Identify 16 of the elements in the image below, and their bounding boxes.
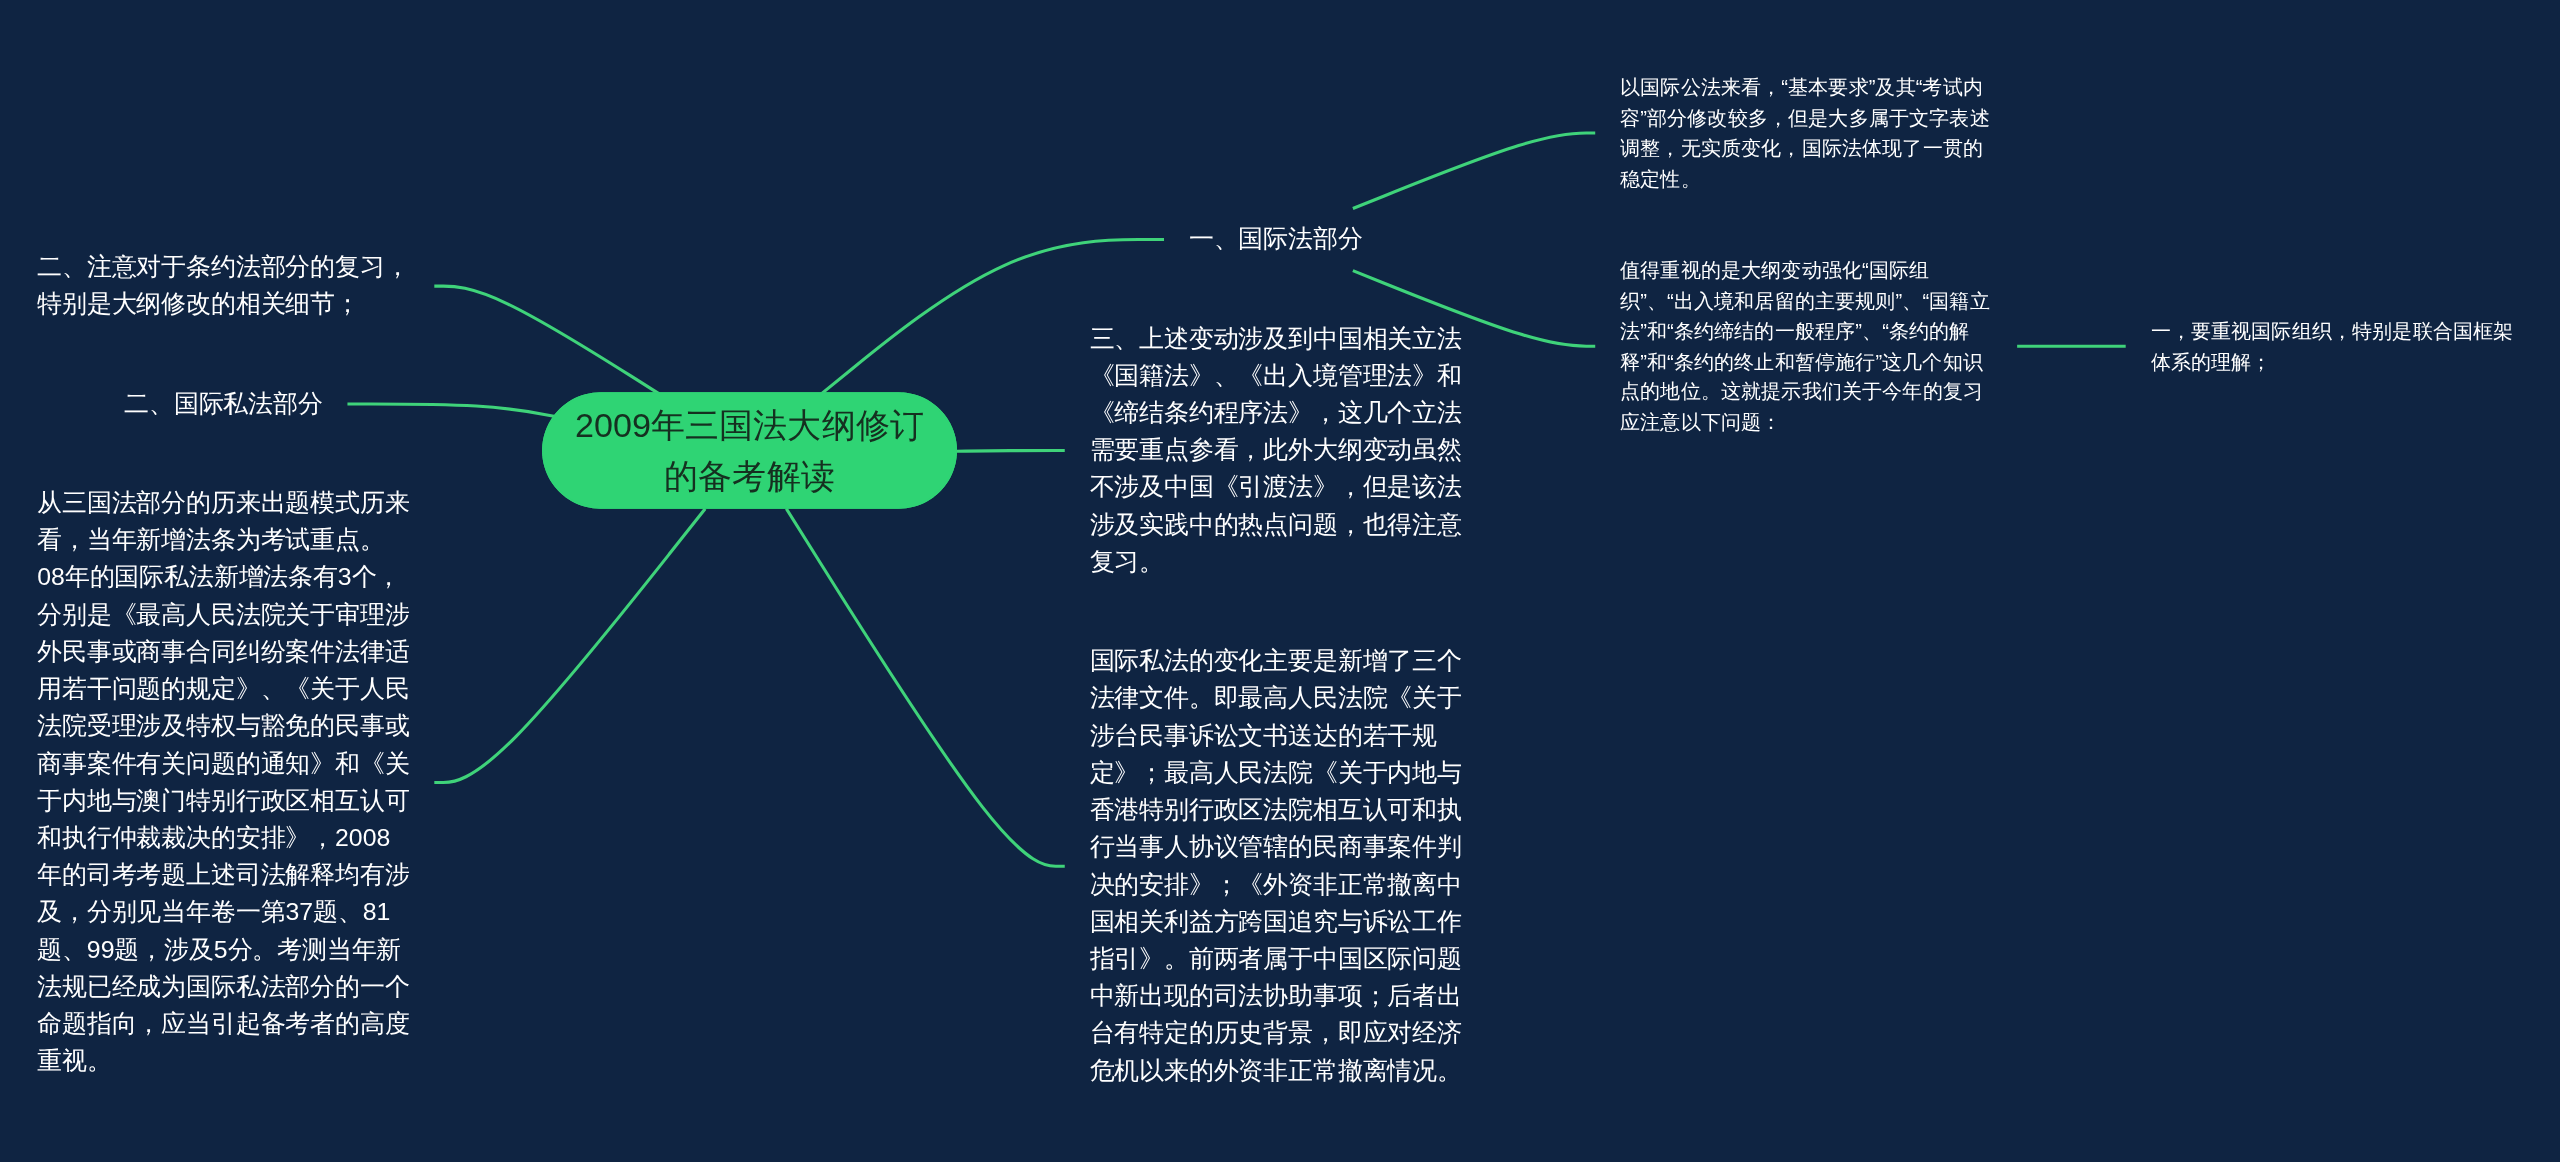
node-text: 二、注意对于条约法部分的复习，特别是大纲修改的相关细节； xyxy=(37,253,410,318)
connector xyxy=(956,448,1065,453)
node-text: 从三国法部分的历来出题模式历来看，当年新增法条为考试重点。08年的国际私法新增法条有3个，分别是《最高人民法院关于审理涉外民事或商事合同纠纷案件法律适用若干问题的规定》、《关于人民法院受理涉及特权与豁免的民事或商事案件有关问题的通知》和《关于内地与澳门特别行政区相互认可和执行仲裁裁决的安排》，2008年的司考考题上述司法解释均有涉及，分别见当年卷一第37题、81题、99题，涉及5分。考测当年新法规已经成为国际私法部分的一个命题指向，应当引起备考者的高度重视。 xyxy=(37,489,410,1075)
connector xyxy=(434,507,707,784)
node-text: 一、国际法部分 xyxy=(1188,225,1363,252)
connector xyxy=(785,507,1065,868)
node-text: 三、上述变动涉及到中国相关立法《国籍法》、《出入境管理法》和《缔结条约程序法》，这几个立法需要重点参看，此外大纲变动虽然不涉及中国《引渡法》，但是该法涉及实践中的热点问题，也得注意复习。 xyxy=(1089,324,1462,575)
node-text: 值得重视的是大纲变动强化“国际组织”、“出入境和居留的主要规则”、“国籍立法”和“条约缔结的一般程序”、“条约的解释”和“条约的终止和暂停施行”这几个知识点的地位。这就提示我们关于今年的复习应注意以下问题： xyxy=(1620,258,1990,434)
connector xyxy=(1352,131,1596,210)
node-text: 国际私法的变化主要是新增了三个法律文件。即最高人民法院《关于涉台民事诉讼文书送达的若干规定》；最高人民法院《关于内地与香港特别行政区法院相互认可和执行当事人协议管辖的民商事案件判决的安排》；《外资非正常撤离中国相关利益方跨国追究与诉讼工作指引》。前两者属于中国区际问题中新出现的司法协助事项；后者出台有特定的历史背景，即应对经济危机以来的外资非正常撤离情况。 xyxy=(1089,647,1462,1084)
node-text: 以国际公法来看，“基本要求”及其“考试内容”部分修改较多，但是大多属于文字表述调整，无实质变化，国际法体现了一贯的稳定性。 xyxy=(1620,75,1990,190)
connector xyxy=(1352,269,1596,348)
node-text: 一，要重视国际组织，特别是联合国框架体系的理解； xyxy=(2150,319,2514,373)
connector xyxy=(347,402,556,419)
node-text: 二、国际私法部分 xyxy=(124,390,323,417)
connector xyxy=(2017,344,2126,348)
